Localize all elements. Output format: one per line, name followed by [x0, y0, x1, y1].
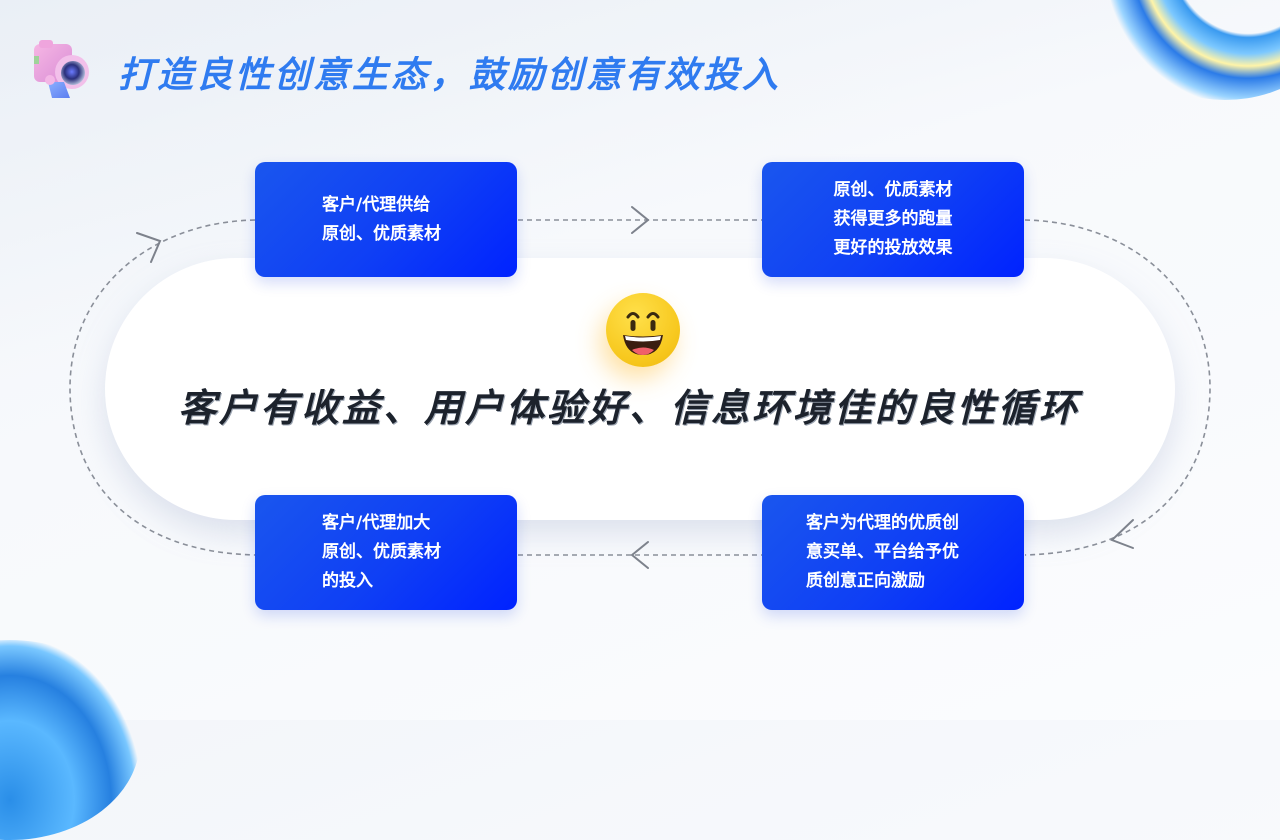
arrow-up-right-icon	[136, 232, 162, 263]
card-line: 客户为代理的优质创	[806, 513, 959, 533]
card-line: 的投入	[322, 571, 373, 591]
smiley-face-icon	[606, 293, 680, 367]
arrow-left-icon	[630, 541, 649, 569]
card-line: 原创、优质素材	[322, 223, 441, 244]
arrow-right-icon	[631, 206, 650, 234]
card-line: 原创、优质素材	[833, 180, 953, 200]
cycle-step-supply-original-content: 客户/代理供给 原创、优质素材	[255, 162, 517, 277]
card-line: 更好的投放效果	[833, 238, 953, 258]
cycle-loop-connector	[69, 206, 1211, 569]
card-line: 获得更多的跑量	[833, 209, 953, 229]
camera-icon	[30, 40, 94, 102]
cycle-step-more-traffic: 原创、优质素材 获得更多的跑量 更好的投放效果	[762, 162, 1024, 277]
arrow-down-left-icon	[1110, 519, 1134, 549]
cycle-step-increase-investment: 客户/代理加大 原创、优质素材 的投入	[255, 495, 517, 610]
card-line: 质创意正向激励	[806, 571, 925, 591]
card-line: 客户/代理供给	[322, 194, 431, 215]
card-line: 客户/代理加大	[322, 513, 431, 533]
card-line: 意买单、平台给予优	[806, 542, 959, 562]
card-line: 原创、优质素材	[322, 542, 441, 562]
cycle-step-platform-incentive: 客户为代理的优质创 意买单、平台给予优 质创意正向激励	[762, 495, 1024, 610]
slide-title: 打造良性创意生态，鼓励创意有效投入	[118, 54, 782, 95]
center-cycle-statement: 客户有收益、用户体验好、信息环境佳的良性循环	[178, 388, 1081, 430]
